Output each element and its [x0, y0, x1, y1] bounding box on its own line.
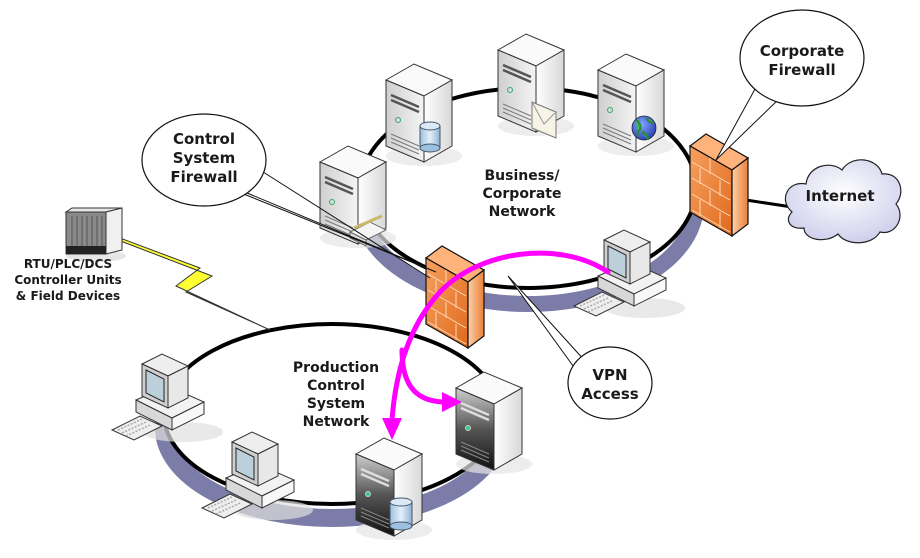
callout-vpn-access: VPN Access: [507, 275, 653, 420]
svg-text:Network: Network: [489, 204, 556, 220]
callout-text: Corporate: [760, 42, 845, 60]
svg-text:Control: Control: [307, 378, 365, 394]
internet-link: [745, 198, 793, 209]
envelope-icon: [531, 101, 557, 139]
internet-cloud[interactable]: Internet: [784, 159, 902, 244]
svg-text:Business/: Business/: [484, 168, 560, 184]
vpn-arrowhead-db: [382, 418, 402, 440]
svg-text:& Field Devices: & Field Devices: [16, 289, 120, 303]
production-network-label: Production Control System Network: [293, 360, 379, 430]
callout-text: Control: [173, 130, 235, 148]
vpn-arrowhead-server: [442, 392, 462, 412]
callout-text: Firewall: [768, 61, 835, 79]
production-db-server[interactable]: [354, 436, 434, 542]
field-devices-label: RTU/PLC/DCS Controller Units & Field Dev…: [14, 257, 121, 303]
svg-text:Production: Production: [293, 360, 379, 376]
svg-text:Controller Units: Controller Units: [14, 273, 121, 287]
business-mail-server[interactable]: [496, 32, 576, 139]
business-network-label: Business/ Corporate Network: [483, 168, 562, 220]
business-web-server[interactable]: [596, 52, 676, 158]
svg-text:Network: Network: [303, 414, 370, 430]
production-server[interactable]: [454, 370, 534, 476]
business-db-server[interactable]: [384, 62, 464, 168]
callout-text: System: [173, 149, 235, 167]
callout-text: Firewall: [170, 168, 237, 186]
globe-icon: [631, 115, 657, 141]
wireless-link-lightning: [117, 237, 271, 331]
svg-text:System: System: [307, 396, 365, 412]
svg-text:Corporate: Corporate: [483, 186, 562, 202]
callout-control-system-firewall: Control System Firewall: [141, 113, 437, 279]
callout-text: Access: [581, 385, 638, 403]
callout-corporate-firewall: Corporate Firewall: [715, 9, 865, 161]
database-icon: [389, 497, 413, 531]
callout-text: VPN: [592, 366, 627, 384]
database-icon: [419, 121, 441, 153]
rtu-plc-dcs-rack[interactable]: [64, 207, 126, 262]
svg-text:RTU/PLC/DCS: RTU/PLC/DCS: [24, 257, 112, 271]
internet-label: Internet: [805, 187, 874, 205]
vpn-access-path: [389, 250, 611, 423]
